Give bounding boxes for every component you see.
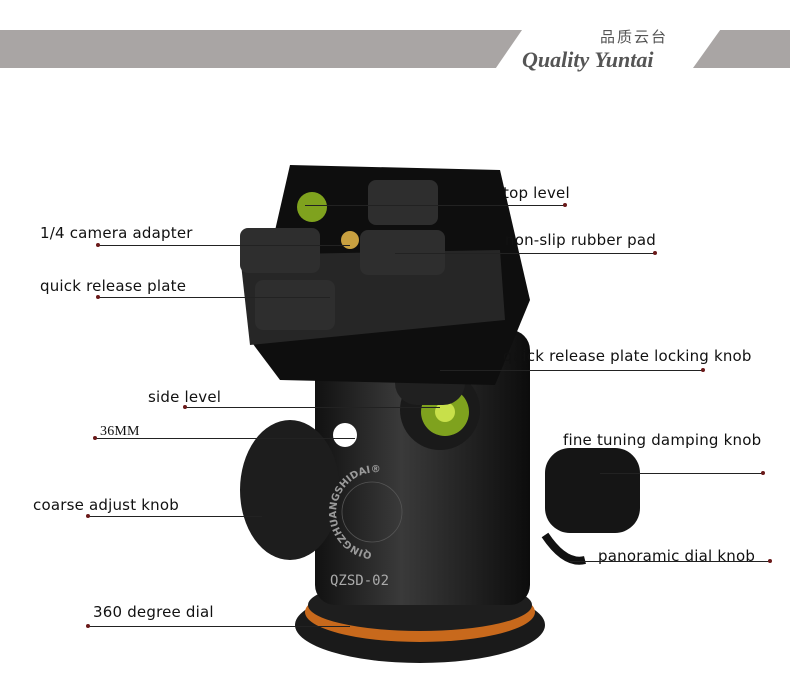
top-level [297,192,327,222]
header-title-en: Quality Yuntai [522,47,654,72]
label-locking-knob: quick release plate locking knob [503,347,752,365]
label-side-level: side level [148,388,222,406]
label-rubber-pad: non-slip rubber pad [505,231,656,249]
label-size: 36MM [100,424,140,439]
header-banner-left [0,30,522,68]
camera-adapter-screw [341,231,359,249]
label-coarse-knob: coarse adjust knob [33,496,179,514]
coarse-knob [240,420,340,560]
model-text: QZSD-02 [330,573,389,589]
label-camera-adapter: 1/4 camera adapter [40,224,193,242]
label-dial: 360 degree dial [93,603,214,621]
header-title-cn: 品质云台 [600,28,669,46]
label-panoramic-knob: panoramic dial knob [598,547,756,565]
damping-knob [545,448,640,533]
label-release-plate: quick release plate [40,277,187,295]
label-top-level: top level [503,184,570,202]
label-damping-knob: fine tuning damping knob [563,431,762,449]
